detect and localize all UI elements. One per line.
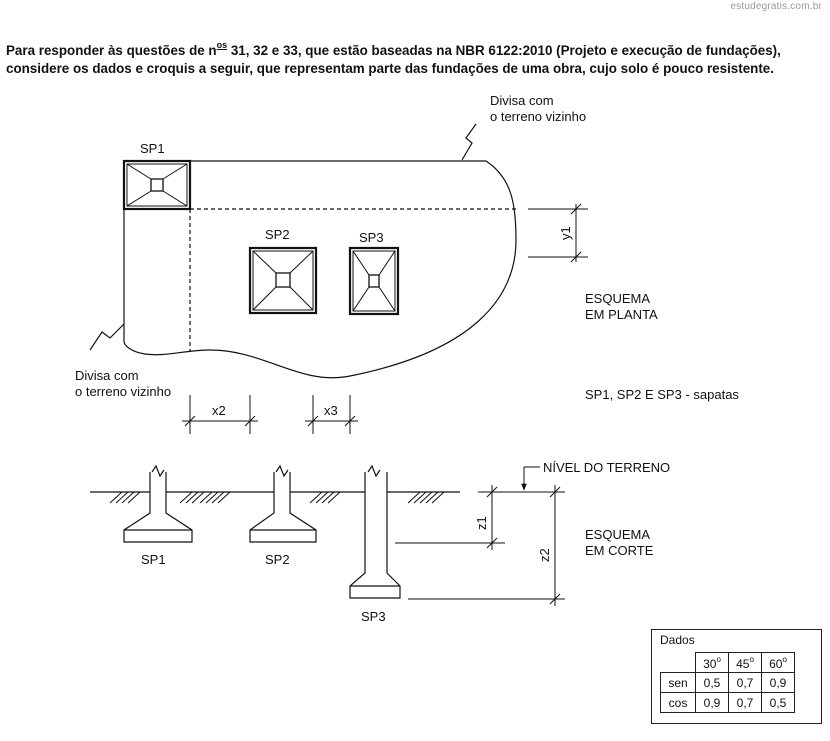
row-label-cos: cos: [660, 692, 696, 713]
nivel-terreno-label: NÍVEL DO TERRENO: [543, 460, 670, 475]
table-cell: 0,5: [761, 692, 795, 713]
x2-label: x2: [212, 403, 226, 418]
table-corner: [660, 652, 696, 673]
dados-table-box: Dados 30o 45o 60o sen 0,5 0,7 0,9 cos 0,…: [651, 629, 822, 724]
intro-before: Para responder às questões de n: [6, 43, 217, 58]
x2-dimension: [182, 395, 258, 434]
table-row: sen 0,5 0,7 0,9: [660, 672, 795, 693]
table-cell: 0,7: [728, 672, 762, 693]
sp2-section-label: SP2: [265, 552, 290, 567]
divisa-top-label-2: o terreno vizinho: [490, 109, 586, 124]
table-cell: 0,5: [695, 672, 729, 693]
esquema-planta-1: ESQUEMA: [585, 291, 650, 306]
sp3-plan-footing: [348, 246, 400, 316]
table-header-row: 30o 45o 60o: [660, 652, 795, 673]
x3-label: x3: [324, 403, 338, 418]
plot-outline: [123, 160, 517, 379]
table-row: cos 0,9 0,7 0,5: [660, 692, 795, 713]
sp2-section: [249, 464, 317, 543]
table-cell: 0,9: [695, 692, 729, 713]
sp1-section-label: SP1: [141, 552, 166, 567]
divisa-left-label-2: o terreno vizinho: [75, 384, 171, 399]
section-view: [90, 464, 460, 599]
dados-table: 30o 45o 60o sen 0,5 0,7 0,9 cos 0,9 0,7 …: [660, 652, 795, 713]
esquema-corte-2: EM CORTE: [585, 543, 654, 558]
angle-45: 45o: [728, 652, 762, 673]
intro-sup: os: [216, 40, 228, 50]
dados-title: Dados: [660, 633, 695, 647]
sp3-section: [349, 464, 401, 599]
y1-dimension: [528, 203, 588, 263]
row-label-sen: sen: [660, 672, 696, 693]
sp1-plan-label: SP1: [140, 141, 165, 156]
plan-view: [89, 123, 517, 379]
sp2-plan-footing: [248, 246, 318, 315]
ground-hatch: [109, 491, 445, 504]
intro-after: 31, 32 e 33, que estão baseadas na NBR 6…: [6, 43, 781, 76]
esquema-planta-2: EM PLANTA: [585, 307, 658, 322]
z2-dimension: [408, 485, 565, 606]
x3-dimension: [305, 395, 358, 434]
intro-text: Para responder às questões de nos 31, 32…: [6, 36, 828, 78]
divisa-top-leader: [461, 123, 477, 161]
sapatas-legend: SP1, SP2 E SP3 - sapatas: [585, 387, 739, 402]
table-cell: 0,9: [761, 672, 795, 693]
angle-30: 30o: [695, 652, 729, 673]
z1-dimension: [395, 485, 505, 550]
z1-label: z1: [474, 516, 489, 530]
esquema-corte-1: ESQUEMA: [585, 527, 650, 542]
watermark: estudegratis.com.br: [730, 1, 822, 12]
nivel-leader: [521, 466, 540, 491]
sp3-plan-label: SP3: [359, 230, 384, 245]
divisa-left-leader: [89, 323, 125, 351]
y1-label: y1: [558, 226, 573, 240]
divisa-left-label-1: Divisa com: [75, 368, 139, 383]
table-cell: 0,7: [728, 692, 762, 713]
sp2-plan-label: SP2: [265, 227, 290, 242]
divisa-top-label-1: Divisa com: [490, 93, 554, 108]
angle-60: 60o: [761, 652, 795, 673]
sp3-section-label: SP3: [361, 609, 386, 624]
z2-label: z2: [537, 548, 552, 562]
sp1-section: [123, 464, 193, 543]
sp1-plan-footing: [122, 159, 192, 211]
